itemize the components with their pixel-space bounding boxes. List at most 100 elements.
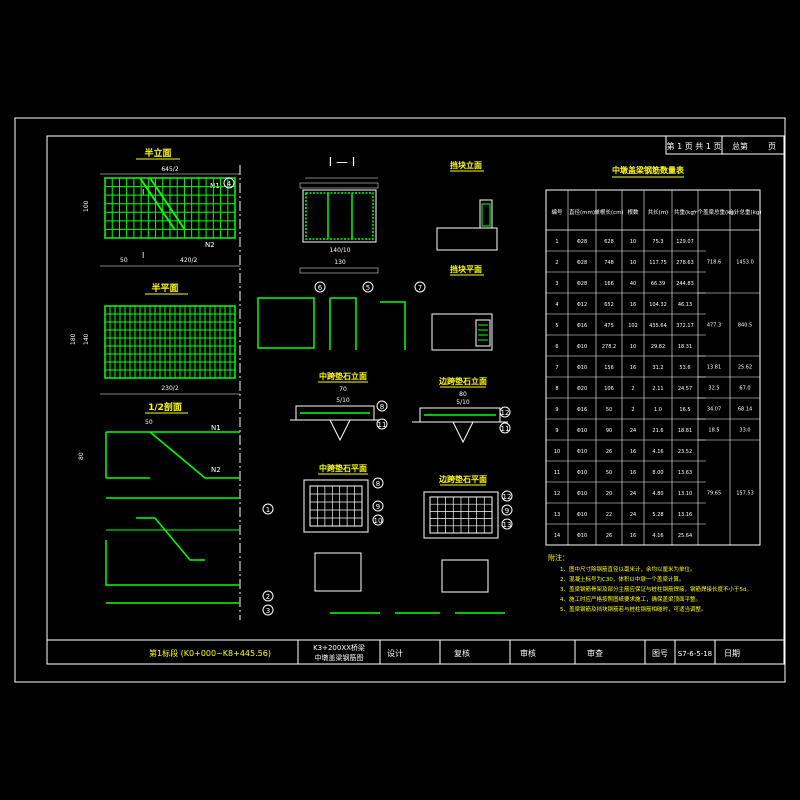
table-cell: 50 (606, 470, 612, 476)
section-II-title: I — I (329, 155, 356, 169)
table-cell: 7 (555, 365, 558, 371)
table-cell: Φ10 (577, 449, 587, 455)
circle-12-label: 12 (501, 409, 510, 417)
table-cell: Φ10 (577, 428, 587, 434)
support-block (479, 199, 493, 229)
circle-7-label: 7 (418, 284, 422, 292)
table-frame (545, 189, 761, 546)
table-cell: 2 (631, 407, 634, 413)
plan-bottom: 230/2 (161, 385, 178, 392)
table-cell: 9 (555, 407, 558, 413)
table-cell: 21.6 (652, 428, 663, 434)
note-1: 1、图中尺寸除钢筋直径以毫米计，余均以厘米为单位。 (560, 565, 696, 573)
side-stone-plan-title: 边跨垫石平面 (438, 474, 487, 484)
table-header: 共长(m) (648, 208, 669, 216)
design-label: 设计 (387, 648, 403, 658)
table-cell: 40 (630, 281, 636, 287)
bent-bar (149, 177, 186, 231)
table-cell: 9 (555, 428, 558, 434)
table-cell: 10 (630, 260, 636, 266)
table-cell: 16 (630, 449, 636, 455)
table-cell: 156 (604, 365, 614, 371)
table-cell: 29.82 (651, 344, 665, 350)
table-header: 合计总重(kg) (729, 208, 762, 216)
table-cell: Φ16 (577, 323, 587, 329)
table-cell: 25.64 (678, 533, 692, 539)
section-width-inner: 140/10 (329, 247, 350, 254)
table-cell: 13 (554, 512, 560, 518)
table-cell: 8 (555, 386, 558, 392)
table-header: 单根长(cm) (594, 208, 623, 216)
page-suffix: 页 (768, 142, 776, 151)
support-plan-title: 挡块平面 (450, 264, 482, 274)
circle-5-label: 5 (366, 284, 370, 292)
support-views: 挡块立面 挡块平面 (431, 160, 498, 351)
table-cell: Φ10 (577, 512, 587, 518)
plan-left-inner: 140 (83, 333, 90, 345)
table-merged-cell: 32.5 (708, 386, 719, 392)
table-cell: 5.28 (652, 512, 663, 518)
table-cell: 20 (606, 491, 612, 497)
circle-11-label: 11 (378, 421, 387, 429)
table-cell: 13.10 (678, 491, 692, 497)
sheet-number: 第 1 页 共 1 页 (667, 141, 722, 151)
title-block: 第1标段 (K0+000~K8+445.56) K3+200XX桥梁 中墩盖梁钢… (46, 639, 785, 665)
table-cell: 1 (555, 239, 558, 245)
table-cell: Φ10 (577, 344, 587, 350)
notes-title: 附注： (548, 553, 569, 562)
table-cell: 244.83 (676, 281, 694, 287)
table-cell: 652 (604, 302, 614, 308)
table-cell: 24 (630, 428, 636, 434)
table-cell: Φ10 (577, 533, 587, 539)
mid-stone-grid (309, 485, 363, 527)
table-merged-cell: 79.65 (707, 491, 721, 497)
table-cell: 10 (630, 344, 636, 350)
table-cell: 11 (554, 470, 560, 476)
table-cell: 435.64 (649, 323, 667, 329)
table-cell: 75.3 (652, 239, 663, 245)
section-II-view: I — I 140/10 130 (299, 155, 379, 274)
table-merged-cell: 1453.0 (736, 260, 754, 266)
table-cell: 16 (630, 470, 636, 476)
table-merged-cell: 67.0 (739, 386, 750, 392)
section-outline (302, 189, 377, 243)
midStoneGrid-lines (310, 486, 362, 526)
approve-label: 审查 (587, 648, 603, 658)
table-cell: 129.07 (676, 239, 694, 245)
page-header: 第 1 页 共 1 页 总第 页 (665, 135, 785, 155)
plan-left-outer: 180 (70, 333, 77, 345)
circle-4-label: 4 (227, 180, 232, 188)
rebar-table: 中墩盖梁钢筋数量表 编号直径(mm)单根长(cm)根数共长(m)共重(kg)一个… (545, 165, 762, 546)
table-cell: 10 (630, 239, 636, 245)
table-cell: Φ16 (577, 407, 587, 413)
table-cell: 4.16 (652, 449, 663, 455)
table-cell: 2 (631, 386, 634, 392)
table-cell: 16 (630, 365, 636, 371)
rebar-bent (105, 540, 240, 586)
table-header: 共重(kg) (674, 208, 696, 216)
table-cell: 628 (604, 239, 614, 245)
table-merged-cell: 718.6 (707, 260, 721, 266)
table-cell: 3 (555, 281, 558, 287)
table-header: 直径(mm) (569, 208, 595, 216)
mid-stone-w: 70 (339, 386, 347, 393)
circle-9b-label: 9 (505, 507, 509, 515)
half-elevation-view: 半立面 645/2 N1 N2 100 50 420/2 I I (83, 147, 240, 267)
cut-n1: N1 (211, 424, 221, 432)
half-elevation-title: 半立面 (144, 147, 171, 159)
half-cutaway-view: 1/2剖面 50 N1 N2 80 1 2 3 4 (78, 177, 274, 616)
table-cell: Φ28 (577, 281, 587, 287)
table-cell: Φ10 (577, 491, 587, 497)
table-cell: 24 (630, 512, 636, 518)
drawing-name-2: 中墩盖梁钢筋图 (315, 653, 364, 662)
table-cell: 8.00 (652, 470, 663, 476)
table-cell: 66.39 (651, 281, 665, 287)
review-label: 复核 (454, 648, 470, 658)
table-cell: 24 (630, 491, 636, 497)
table-cell: 23.52 (678, 449, 692, 455)
table-cell: 278.2 (602, 344, 616, 350)
pages-label: 总第 (732, 141, 748, 151)
section-mark-bottom: I (142, 251, 144, 260)
table-cell: 1.0 (654, 407, 662, 413)
half-cutaway-title: 1/2剖面 (148, 401, 182, 413)
